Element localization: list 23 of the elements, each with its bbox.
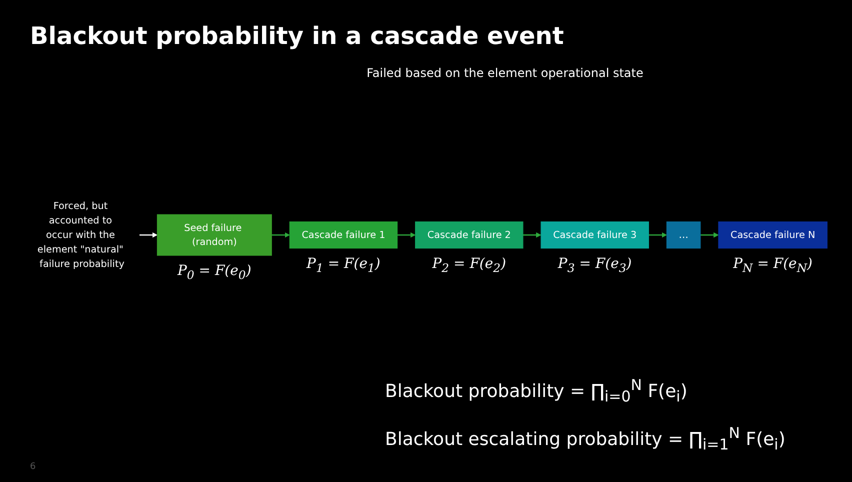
arrow <box>272 232 290 238</box>
node-box: Seed failure (random) <box>156 214 272 256</box>
page-number: 6 <box>30 462 36 472</box>
arrow <box>397 232 416 238</box>
formula-text: P$_{2}$ = F(e$_{2}$) <box>431 256 508 276</box>
formula-text: Blackout escalating probability = ∏$_{i=1}$$^{N}$ F(e$_{i}$) <box>385 424 786 454</box>
node-box: Cascade failure 2 <box>415 221 524 249</box>
formula-text: P$_{0}$ = F(e$_{0}$) <box>176 263 252 282</box>
slide-title: Blackout probability in a cascade event <box>30 22 564 50</box>
formula-text: P$_{1}$ = F(e$_{1}$) <box>305 256 382 276</box>
formula-text: P$_{3}$ = F(e$_{3}$) <box>556 256 633 276</box>
node-box: Cascade failure N <box>718 221 828 249</box>
bracket-note: Failed based on the element operational state <box>366 66 644 80</box>
arrow <box>522 232 542 238</box>
formula-text: P$_{N}$ = F(e$_{N}$) <box>732 256 814 276</box>
arrow <box>700 232 719 238</box>
arrow <box>648 232 667 238</box>
node-box: Cascade failure 3 <box>540 221 649 249</box>
node-box: … <box>666 221 701 249</box>
node-box: Cascade failure 1 <box>289 221 398 249</box>
arrow <box>139 232 158 238</box>
node-text: Forced, but accounted to occur with the element "natural" failure probability <box>37 200 124 270</box>
formula-text: Blackout probability = ∏$_{i=0}$$^{N}$ F(e$_{i}$) <box>385 376 688 406</box>
